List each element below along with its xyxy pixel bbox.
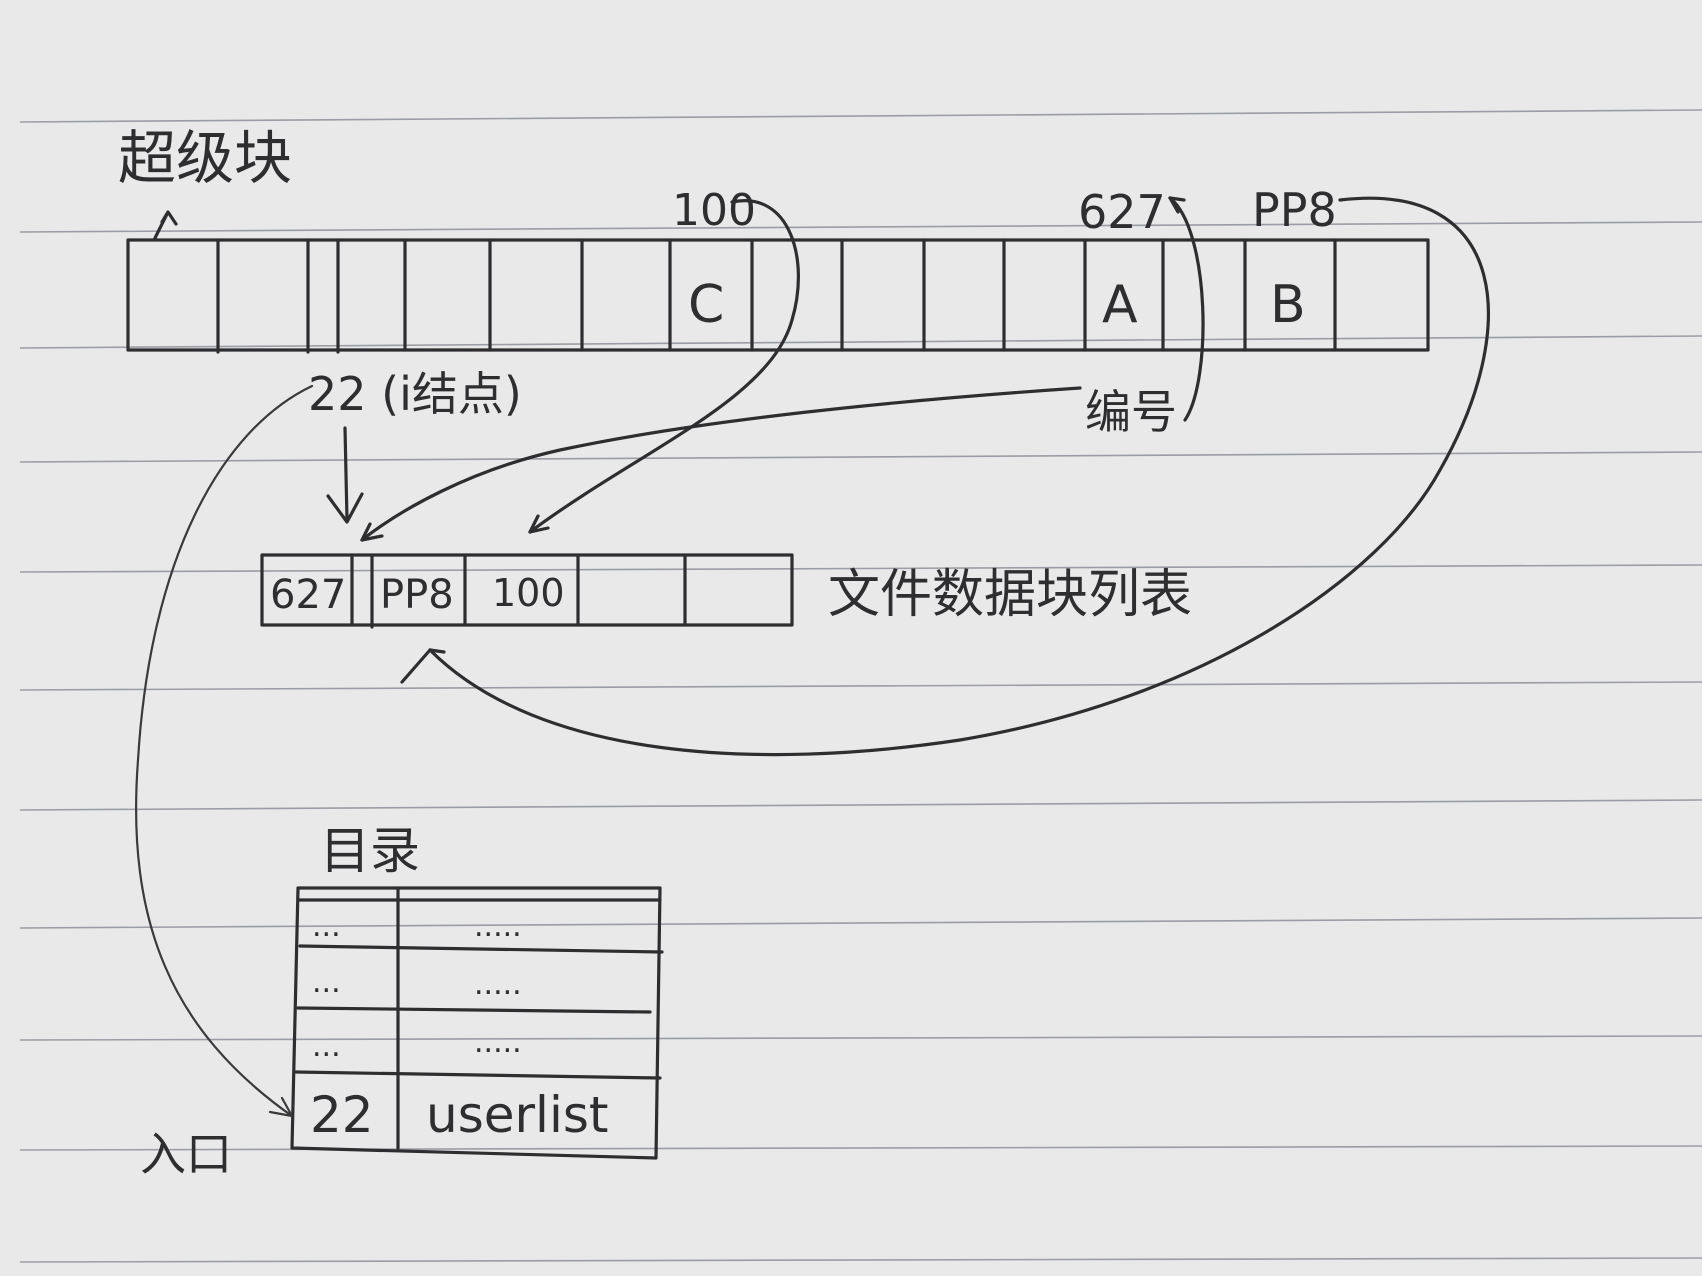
superblock-cell-a: A [1102, 275, 1138, 335]
list-cell-0: 627 [270, 572, 346, 618]
list-cell-2: 100 [492, 571, 565, 615]
arrow-100 [528, 199, 800, 534]
inode-to-list-arrow [326, 426, 364, 524]
directory-table [290, 886, 664, 1160]
dir-row-0-inode: ... [312, 909, 341, 944]
dir-row-2-name: ..... [474, 1025, 522, 1060]
pointer-label-100: 100 [672, 185, 756, 236]
inode-to-entry-arrow [135, 384, 314, 1118]
superblock-cell-c: C [688, 275, 724, 335]
ruled-lines [19, 109, 1702, 1263]
arrow-998 [400, 196, 1490, 757]
superblock-strip [126, 210, 1430, 354]
superblock-title: 超级块 [118, 124, 292, 192]
dir-row-0-name: ..... [474, 909, 522, 944]
file-block-list-title: 文件数据块列表 [828, 565, 1192, 625]
dir-row-1-name: ..... [474, 967, 522, 1002]
file-block-list [260, 553, 794, 629]
entry-label: 入口 [140, 1127, 232, 1181]
pointer-label-998: PP8 [1252, 183, 1337, 237]
dir-row-3-inode: 22 [310, 1086, 374, 1144]
list-cell-1: PP8 [380, 572, 454, 618]
pointer-label-627: 627 [1078, 185, 1166, 239]
superblock-cell-b: B [1270, 275, 1306, 335]
dir-row-3-name: userlist [426, 1086, 609, 1144]
dir-row-2-inode: ... [312, 1029, 341, 1064]
directory-title: 目录 [320, 822, 420, 880]
dir-row-1-inode: ... [312, 965, 341, 1000]
arrow-627 [360, 196, 1205, 542]
numbering-label: 编号 [1085, 385, 1177, 439]
inode-label: 22 (i结点) [308, 367, 522, 421]
